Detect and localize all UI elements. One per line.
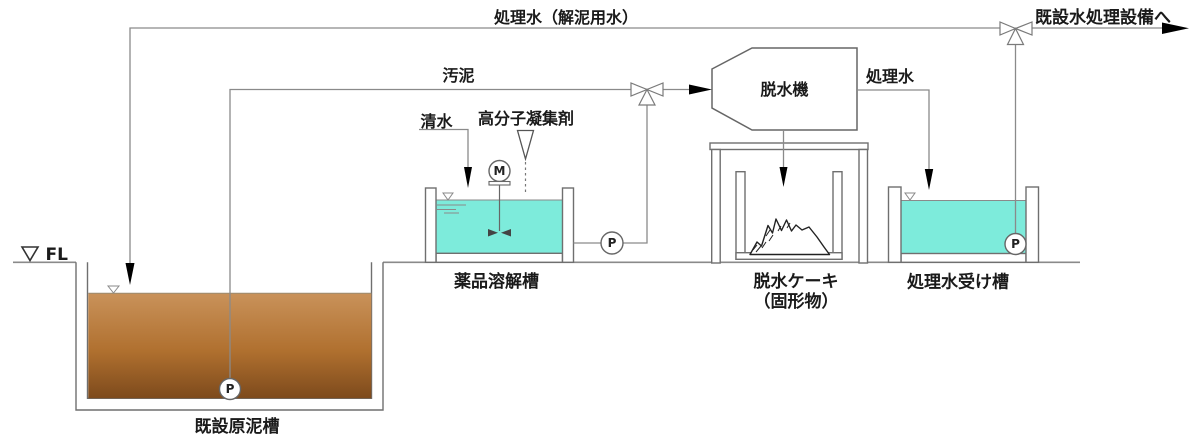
water-level-marker (904, 192, 916, 201)
pit-outer-wall (75, 262, 384, 411)
arrow-into-sludge-tank (125, 263, 135, 285)
pump-letter: P (226, 382, 235, 396)
labels: 処理水（解泥用水） 既設水処理設備へ 汚泥 清水 高分子凝集剤 脱水機 処理水 … (195, 7, 1172, 437)
arrow-into-machine (689, 84, 712, 95)
pump-letter: P (608, 236, 617, 250)
cake-container-top-bar (709, 142, 869, 151)
three-way-valve-sludge-line (630, 82, 664, 106)
chemical-pump: P (600, 231, 624, 255)
fl-triangle-icon (20, 246, 40, 263)
label-chemical-tank: 薬品溶解槽 (454, 271, 539, 292)
mixer-motor: M (488, 159, 511, 237)
label-receiving-tank: 処理水受け槽 (906, 272, 1009, 293)
chemical-tank-right-pillar (561, 187, 575, 264)
fl-label: FL (46, 245, 69, 265)
receiving-tank-right-pillar (1025, 186, 1040, 264)
label-sludge: 汚泥 (442, 66, 474, 85)
label-polymer-flocculant: 高分子凝集剤 (478, 109, 574, 128)
receiving-tank-base (900, 252, 1027, 264)
label-solids: （固形物） (754, 291, 839, 312)
impeller-blade-left (488, 229, 498, 237)
water-level-marker (442, 192, 454, 201)
motor-letter: M (494, 164, 506, 178)
label-clean-water: 清水 (420, 112, 453, 131)
water-level-marker (106, 285, 121, 294)
dewatering-machine (711, 47, 858, 131)
pump-circle-icon (1004, 232, 1027, 256)
polymer-funnel-icon (516, 129, 535, 162)
label-return-water: 処理水（解泥用水） (494, 8, 638, 27)
cake-container-left-column (711, 148, 721, 264)
arrow-cake-drop (779, 167, 788, 187)
pump-letter: P (1011, 237, 1020, 251)
pipe-treated-water (857, 89, 930, 169)
arrow-clean-water (464, 167, 472, 188)
label-to-existing-facility: 既設水処理設備へ (1035, 7, 1171, 28)
pipes (129, 27, 1163, 379)
pipe-return-water (129, 27, 1000, 264)
sludge-pump: P (218, 377, 242, 401)
pump-circle-icon (600, 231, 624, 255)
arrow-into-receiving-tank (924, 169, 934, 190)
receiving-tank-pump: P (1004, 232, 1027, 256)
cake-container-right-column (858, 148, 869, 264)
cake-pile-hatching (752, 222, 791, 253)
chemical-tank-left-pillar (424, 187, 437, 264)
label-dewatered-cake: 脱水ケーキ (754, 271, 839, 292)
pipe-clean-water (419, 128, 469, 167)
pipe-sludge-suction (229, 88, 631, 379)
pump-circle-icon (218, 377, 242, 401)
motor-mount (488, 180, 511, 186)
receiving-tank-left-pillar (887, 186, 902, 264)
cake-container (709, 142, 869, 264)
floor-level-marker: FL (20, 245, 69, 265)
cake-bin-right-post (832, 170, 843, 260)
impeller-blade-right (501, 229, 511, 237)
water-ripples (437, 204, 466, 214)
chemical-tank-base (435, 252, 564, 264)
label-treated-water: 処理水 (866, 67, 915, 86)
dewatering-machine-body (711, 47, 858, 131)
arrow-to-existing-facility (1162, 22, 1189, 34)
label-raw-sludge-tank: 既設原泥槽 (195, 416, 280, 437)
three-way-valve-top (999, 21, 1033, 46)
flow-arrows (125, 22, 1189, 285)
cake-bin-left-post (735, 170, 746, 260)
pipe-polymer-injection (623, 104, 648, 244)
label-dewatering-machine: 脱水機 (760, 80, 808, 99)
